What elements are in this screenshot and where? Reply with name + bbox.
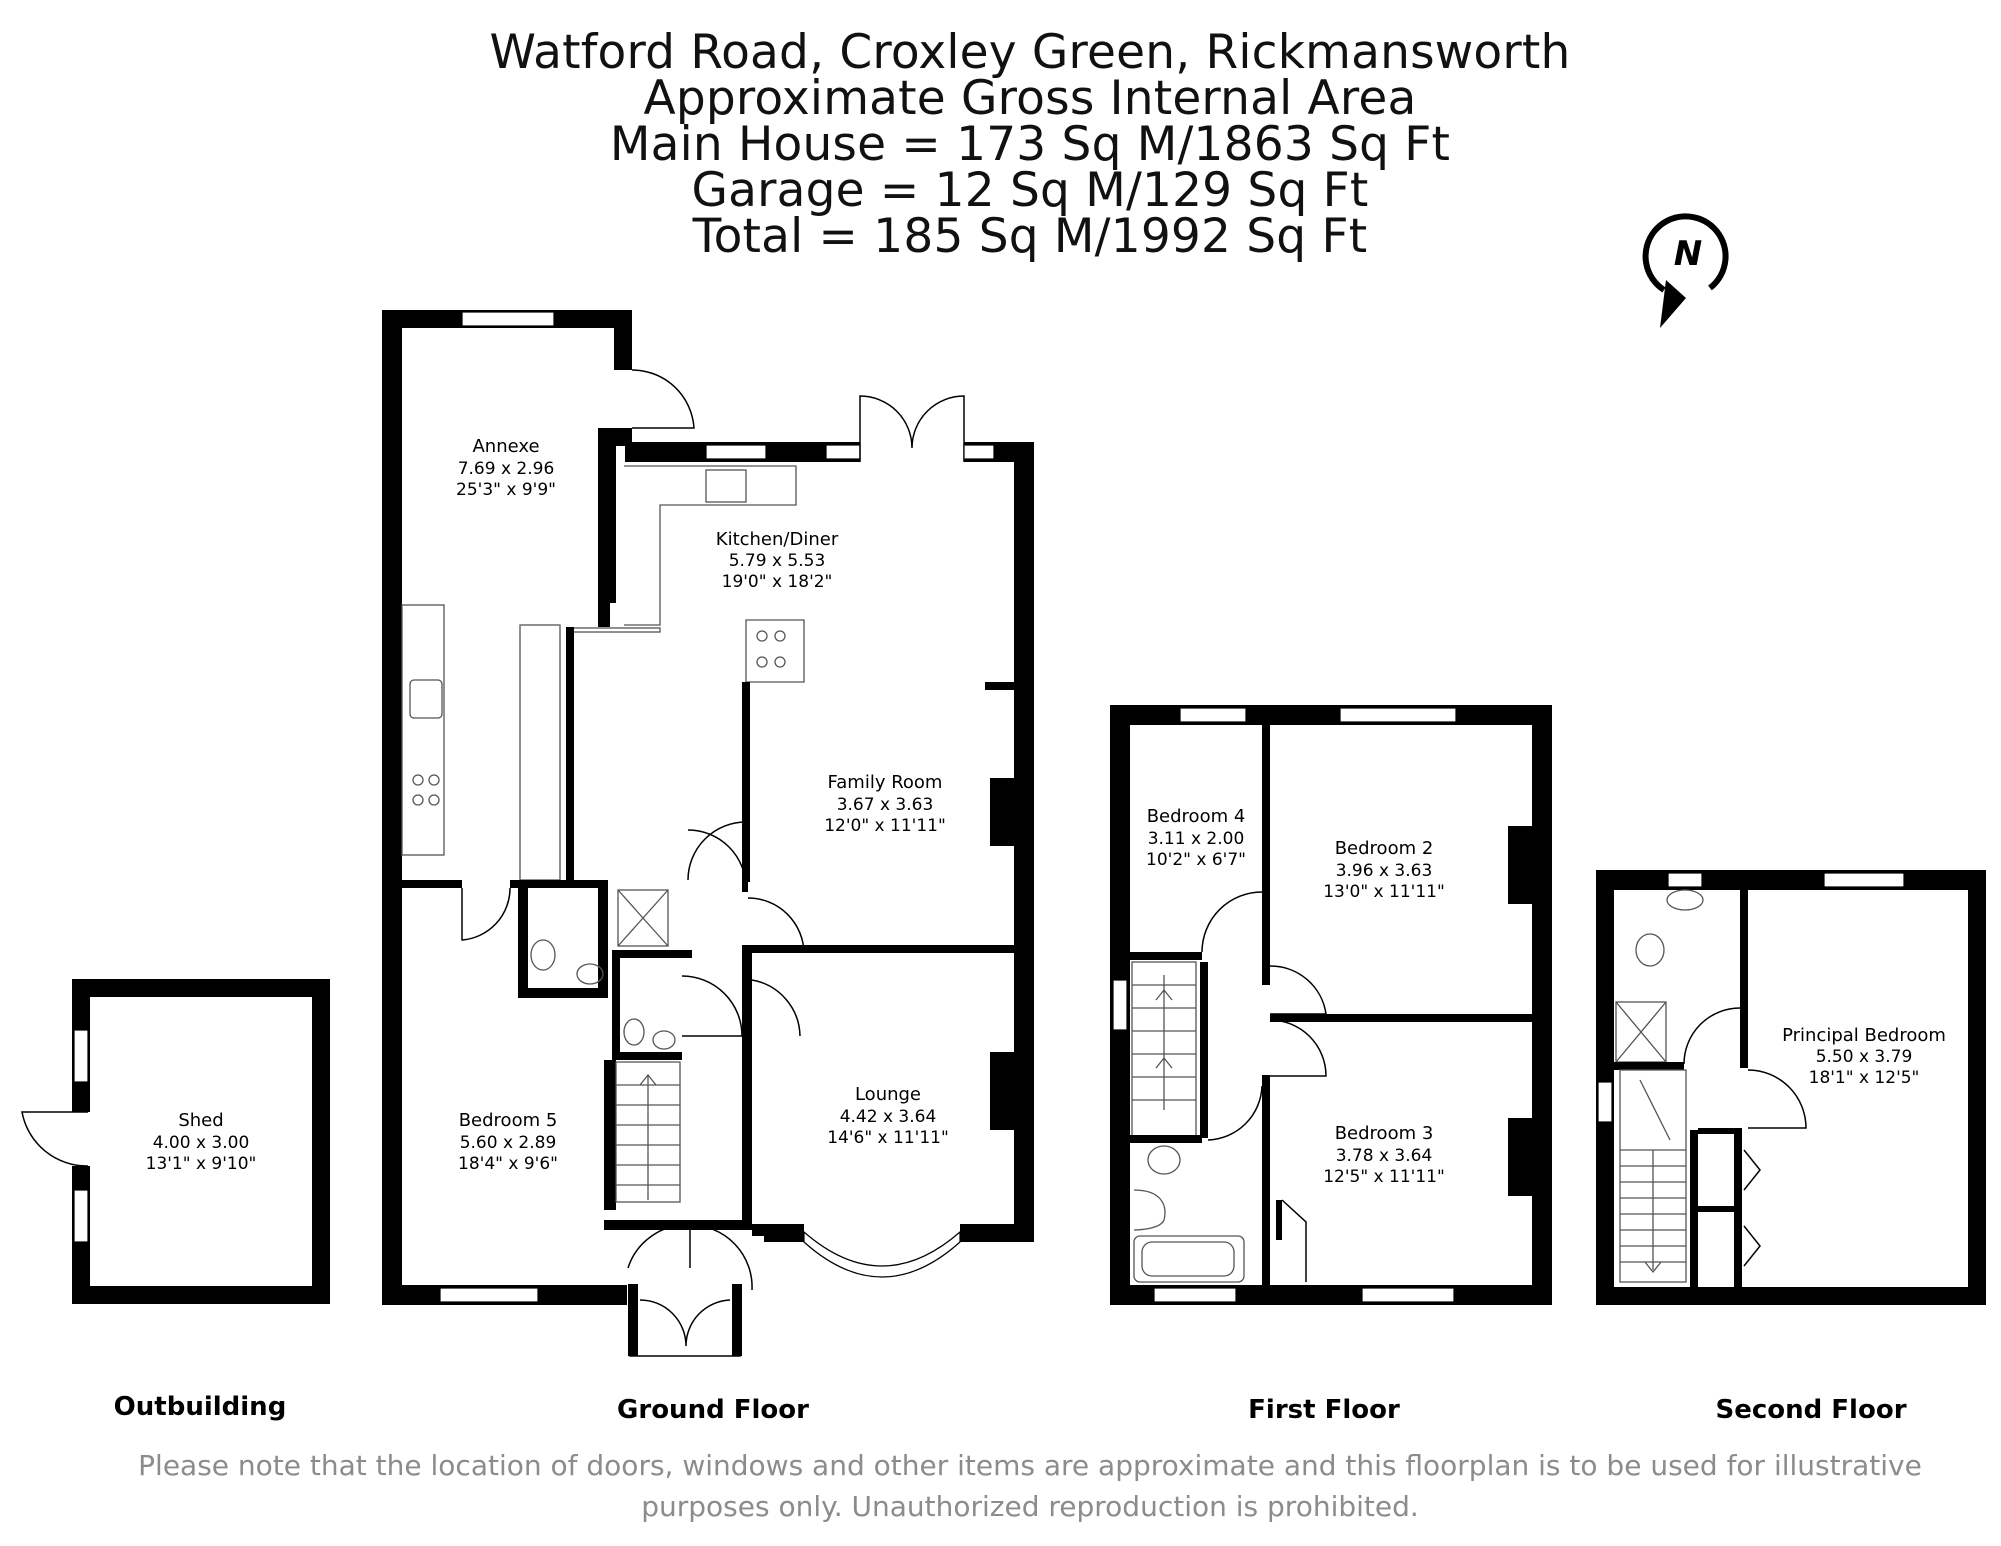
- label-bedroom3: Bedroom 3 3.78 x 3.64 12'5" x 11'11": [1323, 1123, 1445, 1187]
- family-metric: 3.67 x 3.63: [837, 795, 934, 815]
- family-imperial: 12'0" x 11'11": [824, 816, 946, 836]
- annexe-imperial: 25'3" x 9'9": [456, 480, 556, 500]
- main-house-area: Main House = 173 Sq M/1863 Sq Ft: [609, 117, 1451, 172]
- title-block: Watford Road, Croxley Green, Rickmanswor…: [0, 25, 2001, 264]
- shed-metric: 4.00 x 3.00: [153, 1133, 250, 1153]
- area-subtitle: Approximate Gross Internal Area: [643, 71, 1417, 126]
- disclaimer-line-2: purposes only. Unauthorized reproduction…: [641, 1490, 1419, 1523]
- label-bedroom5: Bedroom 5 5.60 x 2.89 18'4" x 9'6": [458, 1110, 558, 1174]
- floor-label-ground: Ground Floor: [617, 1395, 809, 1425]
- family-name: Family Room: [828, 772, 943, 793]
- bedroom2-metric: 3.96 x 3.63: [1336, 861, 1433, 881]
- floor-label-first: First Floor: [1248, 1395, 1400, 1425]
- label-bedroom2: Bedroom 2 3.96 x 3.63 13'0" x 11'11": [1323, 838, 1445, 902]
- principal-name: Principal Bedroom: [1782, 1025, 1946, 1046]
- lounge-imperial: 14'6" x 11'11": [827, 1128, 949, 1148]
- label-lounge: Lounge 4.42 x 3.64 14'6" x 11'11": [827, 1084, 949, 1148]
- label-bedroom4: Bedroom 4 3.11 x 2.00 10'2" x 6'7": [1146, 806, 1246, 870]
- floor-label-outbuilding: Outbuilding: [114, 1392, 287, 1422]
- bedroom4-metric: 3.11 x 2.00: [1148, 829, 1245, 849]
- annexe-name: Annexe: [472, 436, 539, 457]
- bedroom3-imperial: 12'5" x 11'11": [1323, 1167, 1445, 1187]
- principal-metric: 5.50 x 3.79: [1816, 1047, 1913, 1067]
- address-title: Watford Road, Croxley Green, Rickmanswor…: [489, 25, 1571, 80]
- bedroom5-metric: 5.60 x 2.89: [460, 1133, 557, 1153]
- compass-letter: N: [1674, 234, 1702, 274]
- lounge-metric: 4.42 x 3.64: [840, 1107, 937, 1127]
- shed-imperial: 13'1" x 9'10": [146, 1154, 257, 1174]
- label-family-room: Family Room 3.67 x 3.63 12'0" x 11'11": [824, 772, 946, 836]
- second-floor: [1596, 870, 1986, 1305]
- bedroom3-name: Bedroom 3: [1335, 1123, 1434, 1144]
- ground-floor: [382, 310, 1034, 1357]
- label-shed: Shed 4.00 x 3.00 13'1" x 9'10": [146, 1110, 257, 1174]
- outbuilding-shed: [21, 979, 330, 1304]
- kitchen-metric: 5.79 x 5.53: [729, 551, 826, 571]
- first-floor: [1110, 705, 1552, 1305]
- principal-imperial: 18'1" x 12'5": [1809, 1068, 1920, 1088]
- bedroom2-imperial: 13'0" x 11'11": [1323, 882, 1445, 902]
- garage-area: Garage = 12 Sq M/129 Sq Ft: [691, 163, 1369, 218]
- bedroom4-imperial: 10'2" x 6'7": [1146, 850, 1246, 870]
- kitchen-imperial: 19'0" x 18'2": [722, 572, 833, 592]
- bedroom5-name: Bedroom 5: [459, 1110, 558, 1131]
- label-kitchen: Kitchen/Diner 5.79 x 5.53 19'0" x 18'2": [716, 529, 839, 592]
- floor-label-second: Second Floor: [1715, 1395, 1906, 1425]
- lounge-name: Lounge: [855, 1084, 921, 1105]
- total-area: Total = 185 Sq M/1992 Sq Ft: [692, 209, 1368, 264]
- bedroom5-imperial: 18'4" x 9'6": [458, 1154, 558, 1174]
- disclaimer: Please note that the location of doors, …: [0, 1445, 2001, 1527]
- bedroom4-name: Bedroom 4: [1147, 806, 1246, 827]
- bedroom3-metric: 3.78 x 3.64: [1336, 1146, 1433, 1166]
- annexe-metric: 7.69 x 2.96: [458, 459, 555, 479]
- disclaimer-line-1: Please note that the location of doors, …: [138, 1449, 1922, 1482]
- label-annexe: Annexe 7.69 x 2.96 25'3" x 9'9": [456, 436, 556, 500]
- bedroom2-name: Bedroom 2: [1335, 838, 1434, 859]
- shed-name: Shed: [178, 1110, 223, 1131]
- north-compass-icon: N: [1642, 213, 1729, 328]
- kitchen-name: Kitchen/Diner: [716, 529, 839, 550]
- label-principal-bedroom: Principal Bedroom 5.50 x 3.79 18'1" x 12…: [1782, 1025, 1946, 1088]
